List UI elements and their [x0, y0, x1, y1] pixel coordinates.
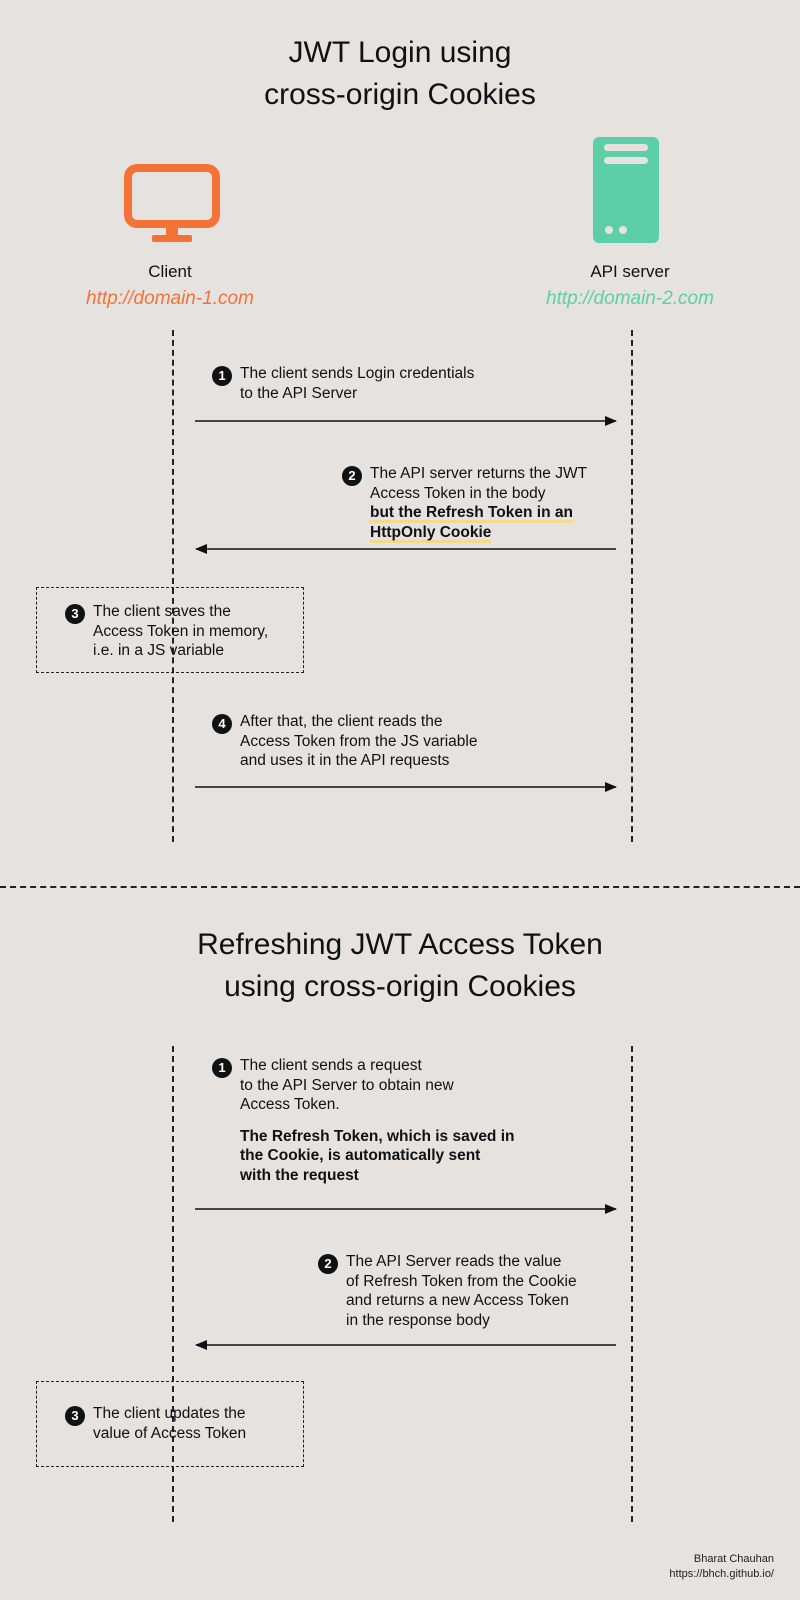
client-label: Client — [148, 262, 192, 281]
s2-step1: 1 The client sends a request to the API … — [212, 1056, 582, 1185]
client-lifeline — [172, 1046, 174, 1522]
step-number-badge: 2 — [342, 466, 362, 486]
server-lifeline — [631, 330, 633, 842]
step-number-badge: 3 — [65, 604, 85, 624]
section1-title-line2: cross-origin Cookies — [264, 78, 536, 111]
s2-step2: 2 The API Server reads the value of Refr… — [318, 1252, 638, 1330]
step-text-line: and uses it in the API requests — [240, 752, 450, 769]
step-text-line: After that, the client reads the — [240, 713, 443, 730]
step-text-line: The API server returns the JWT — [370, 465, 588, 482]
s1-step1: 1 The client sends Login credentials to … — [212, 364, 572, 403]
step-text-line: The client updates the — [93, 1405, 246, 1422]
s1-step3-note: 3 The client saves the Access Token in m… — [36, 587, 304, 673]
section-divider — [0, 886, 800, 888]
step-bold-line: The Refresh Token, which is saved in — [240, 1127, 515, 1145]
s1-step2: 2 The API server returns the JWT Access … — [342, 464, 642, 542]
step-bold-line: HttpOnly Cookie — [370, 523, 492, 541]
step-text-line: and returns a new Access Token — [346, 1292, 569, 1309]
server-icon — [593, 137, 659, 243]
section1-title-line1: JWT Login using — [288, 36, 512, 69]
author-credit: Bharat Chauhan https://bhch.github.io/ — [560, 1552, 774, 1582]
author-name: Bharat Chauhan — [693, 1553, 774, 1565]
step-text-line: in the response body — [346, 1311, 490, 1329]
step-text-line: Access Token in the body — [370, 484, 546, 502]
step-text-line: to the API Server — [240, 384, 358, 402]
step-number-badge: 2 — [318, 1254, 338, 1274]
step-text-line: value of Access Token — [93, 1424, 247, 1442]
step-number-badge: 4 — [212, 714, 232, 734]
step-number-badge: 1 — [212, 366, 232, 386]
client-lifeline — [172, 330, 174, 842]
step-number-badge: 3 — [65, 1406, 85, 1426]
step-text-line: Access Token in memory, — [93, 622, 269, 640]
step-text-line: The client sends a request — [240, 1057, 422, 1074]
step-bold-line: with the request — [240, 1166, 359, 1184]
step-number-badge: 1 — [212, 1058, 232, 1078]
s1-step4: 4 After that, the client reads the Acces… — [212, 712, 572, 771]
client-url: http://domain-1.com — [86, 288, 254, 309]
server-lifeline — [631, 1046, 633, 1522]
step-text-line: The client sends Login credentials — [240, 365, 475, 382]
server-url: http://domain-2.com — [546, 288, 714, 309]
step-text-line: i.e. in a JS variable — [93, 642, 224, 659]
step-text-line: to the API Server to obtain new — [240, 1076, 454, 1094]
step-bold-line: the Cookie, is automatically sent — [240, 1147, 481, 1164]
step-bold-line: but the Refresh Token in an — [370, 504, 573, 521]
monitor-icon — [124, 164, 220, 242]
step-text-line: Access Token from the JS variable — [240, 732, 478, 750]
s2-step3-note: 3 The client updates the value of Access… — [36, 1381, 304, 1467]
section2-title-line2: using cross-origin Cookies — [224, 970, 576, 1003]
section1-title: JWT Login using cross-origin Cookies — [0, 32, 800, 116]
step-text-line: The API Server reads the value — [346, 1253, 562, 1270]
step-text-line: Access Token. — [240, 1096, 340, 1113]
step-text-line: of Refresh Token from the Cookie — [346, 1272, 577, 1290]
section2-title: Refreshing JWT Access Token using cross-… — [0, 924, 800, 1008]
author-site: https://bhch.github.io/ — [669, 1568, 774, 1580]
section2-title-line1: Refreshing JWT Access Token — [197, 928, 603, 961]
step-text-line: The client saves the — [93, 603, 231, 620]
server-label: API server — [590, 262, 670, 281]
